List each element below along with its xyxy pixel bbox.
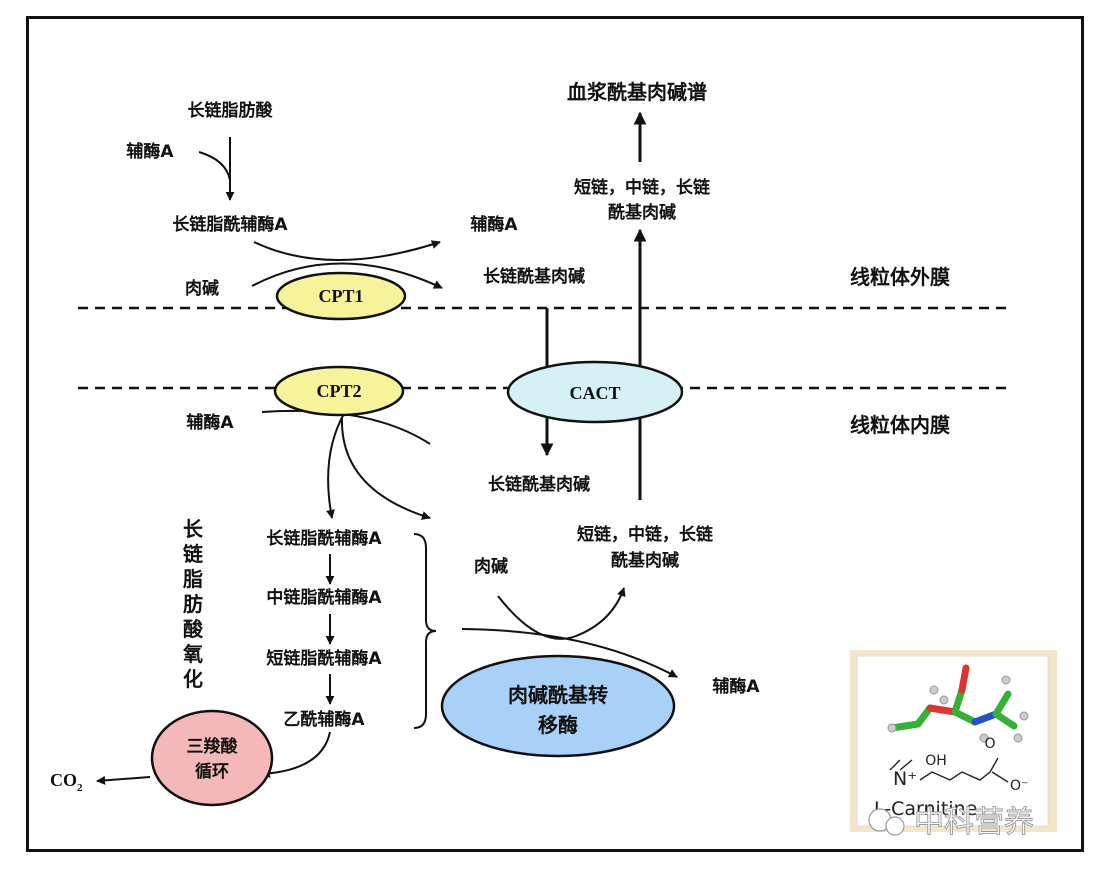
cact-label: CACT bbox=[569, 383, 620, 403]
outer-membrane-label: 线粒体外膜 bbox=[850, 265, 950, 289]
skeletal-formula bbox=[889, 757, 1009, 783]
cpt2-label: CPT2 bbox=[317, 381, 362, 401]
cpt2-coa-curve bbox=[261, 409, 431, 445]
step-medium-chain-acyl-coa: 中链脂酰辅酶A bbox=[266, 587, 382, 608]
carnitine-name-label: L-Carnitine bbox=[874, 798, 977, 820]
watermark-text: 中科营养 bbox=[914, 805, 1034, 840]
plasma-acylcarnitine-line1: 短链，中链，长链 bbox=[574, 177, 711, 198]
coa-label-2: 辅酶A bbox=[470, 214, 518, 235]
acetyl-to-tca-arrow bbox=[261, 731, 331, 778]
step-short-chain-acyl-coa: 短链脂酰辅酶A bbox=[266, 648, 382, 669]
coa-join-curve bbox=[198, 151, 231, 181]
tca-cycle bbox=[150, 709, 274, 807]
cpt1-label: CPT1 bbox=[319, 286, 364, 306]
cpt1-enzyme bbox=[275, 271, 407, 321]
n-plus-label: N⁺ bbox=[893, 768, 917, 790]
cpt1-acylcarnitine-arrow bbox=[251, 262, 443, 289]
cpt2-enzyme bbox=[273, 365, 405, 417]
coa-label-1: 辅酶A bbox=[126, 141, 174, 162]
o-label: O bbox=[984, 736, 995, 752]
beta-title-char: 酸 bbox=[183, 617, 204, 641]
watermark: 中科营养 bbox=[868, 805, 1034, 840]
long-chain-acyl-coa-label: 长链脂酰辅酶A bbox=[172, 214, 288, 235]
beta-title-char: 肪 bbox=[183, 592, 203, 616]
cact-transporter bbox=[506, 360, 684, 424]
long-chain-acylcarnitine-label: 长链酰基肉碱 bbox=[483, 266, 585, 287]
cpt1-coa-release-arrow bbox=[253, 240, 441, 261]
oh-label: OH bbox=[925, 753, 947, 769]
inner-membrane-label: 线粒体内膜 bbox=[850, 413, 950, 437]
diagram-frame bbox=[26, 16, 1084, 852]
beta-title-char: 长 bbox=[183, 517, 204, 541]
step-long-chain-acyl-coa: 长链脂酰辅酶A bbox=[266, 528, 382, 549]
chat-bubble-icon-small bbox=[885, 816, 905, 836]
beta-oxidation-title: 长 链 脂 肪 酸 氧 化 bbox=[182, 517, 204, 691]
carnitine-label-outer: 肉碱 bbox=[185, 278, 219, 299]
cpt2-carnitine-arrow bbox=[340, 417, 431, 520]
plasma-acylcarnitine-line2: 酰基肉碱 bbox=[608, 202, 676, 223]
co2-arrow bbox=[96, 775, 151, 785]
long-chain-acylcarnitine-inner-label: 长链酰基肉碱 bbox=[488, 474, 590, 495]
ball-stick-model bbox=[887, 664, 1029, 743]
beta-title-char: 链 bbox=[183, 542, 204, 566]
transferase-coa-arrow bbox=[461, 628, 678, 678]
long-chain-fatty-acid-label: 长链脂肪酸 bbox=[188, 100, 274, 121]
o-minus-label: O⁻ bbox=[1010, 778, 1028, 794]
coa-label-3: 辅酶A bbox=[186, 412, 234, 433]
plasma-profile-title: 血浆酰基肉碱谱 bbox=[567, 80, 707, 104]
beta-title-char: 化 bbox=[183, 667, 203, 691]
l-carnitine-inset: OH O O⁻ N⁺ L-Carnitine bbox=[850, 650, 1057, 832]
inner-acylcarnitine-line1: 短链，中链，长链 bbox=[577, 524, 714, 545]
cpt2-acyl-coa-arrow bbox=[326, 411, 346, 519]
beta-title-char: 脂 bbox=[183, 567, 203, 591]
pool-brace bbox=[413, 533, 437, 729]
co2-label: CO2 bbox=[50, 770, 83, 794]
tca-label-line2: 循环 bbox=[195, 761, 229, 782]
transferase-label-line2: 移酶 bbox=[538, 713, 578, 737]
inner-acylcarnitine-line2: 酰基肉碱 bbox=[611, 550, 679, 571]
coa-label-4: 辅酶A bbox=[712, 676, 760, 697]
step-acetyl-coa: 乙酰辅酶A bbox=[283, 709, 365, 730]
tca-label-line1: 三羧酸 bbox=[187, 736, 239, 757]
carnitine-acyltransferase bbox=[440, 654, 676, 758]
transferase-carnitine-arrow bbox=[497, 587, 626, 640]
transferase-label-line1: 肉碱酰基转 bbox=[508, 683, 608, 707]
carnitine-label-inner: 肉碱 bbox=[474, 556, 508, 577]
beta-title-char: 氧 bbox=[182, 642, 203, 666]
